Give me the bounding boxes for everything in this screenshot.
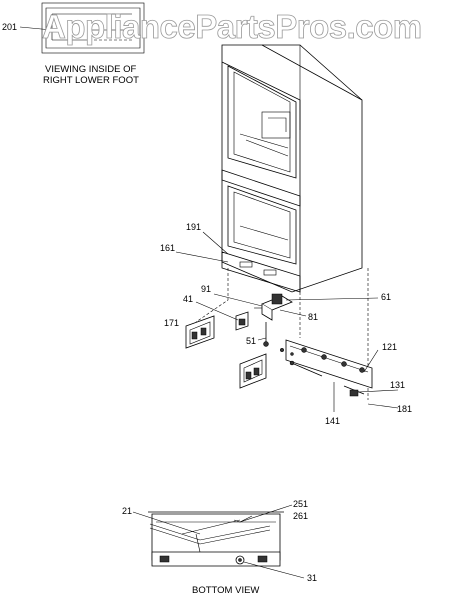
refrigerator-cabinet: [221, 44, 363, 293]
bracket-part: [235, 311, 249, 331]
right-foot-part: [239, 353, 267, 389]
front-rail-assembly: [279, 339, 373, 397]
inset-foot-view: [19, 2, 145, 54]
callout-21: 21: [122, 506, 132, 516]
callout-171: 171: [164, 318, 179, 328]
callout-81: 81: [308, 312, 318, 322]
callout-181: 181: [397, 404, 412, 414]
callout-121: 121: [382, 342, 397, 352]
callout-191: 191: [186, 222, 201, 232]
callout-61: 61: [381, 292, 391, 302]
callout-251: 251: [293, 499, 308, 509]
inset-caption-line-1: VIEWING INSIDE OF: [45, 64, 137, 75]
callout-91: 91: [201, 284, 211, 294]
valve-assembly: [254, 293, 293, 347]
callout-141: 141: [325, 416, 340, 426]
bottom-view: [132, 504, 305, 579]
inset-caption-line-2: RIGHT LOWER FOOT: [43, 75, 139, 86]
callout-31: 31: [307, 573, 317, 583]
bottom-view-caption: BOTTOM VIEW: [192, 585, 259, 596]
callout-161: 161: [160, 243, 175, 253]
watermark-text: AppliancePartsPros.com: [42, 8, 422, 45]
callout-leaders: [175, 231, 399, 412]
callout-41: 41: [183, 294, 193, 304]
callout-201: 201: [2, 22, 17, 32]
left-foot-part: [185, 315, 215, 349]
callout-51: 51: [246, 336, 256, 346]
callout-131: 131: [390, 380, 405, 390]
callout-261: 261: [293, 511, 308, 521]
